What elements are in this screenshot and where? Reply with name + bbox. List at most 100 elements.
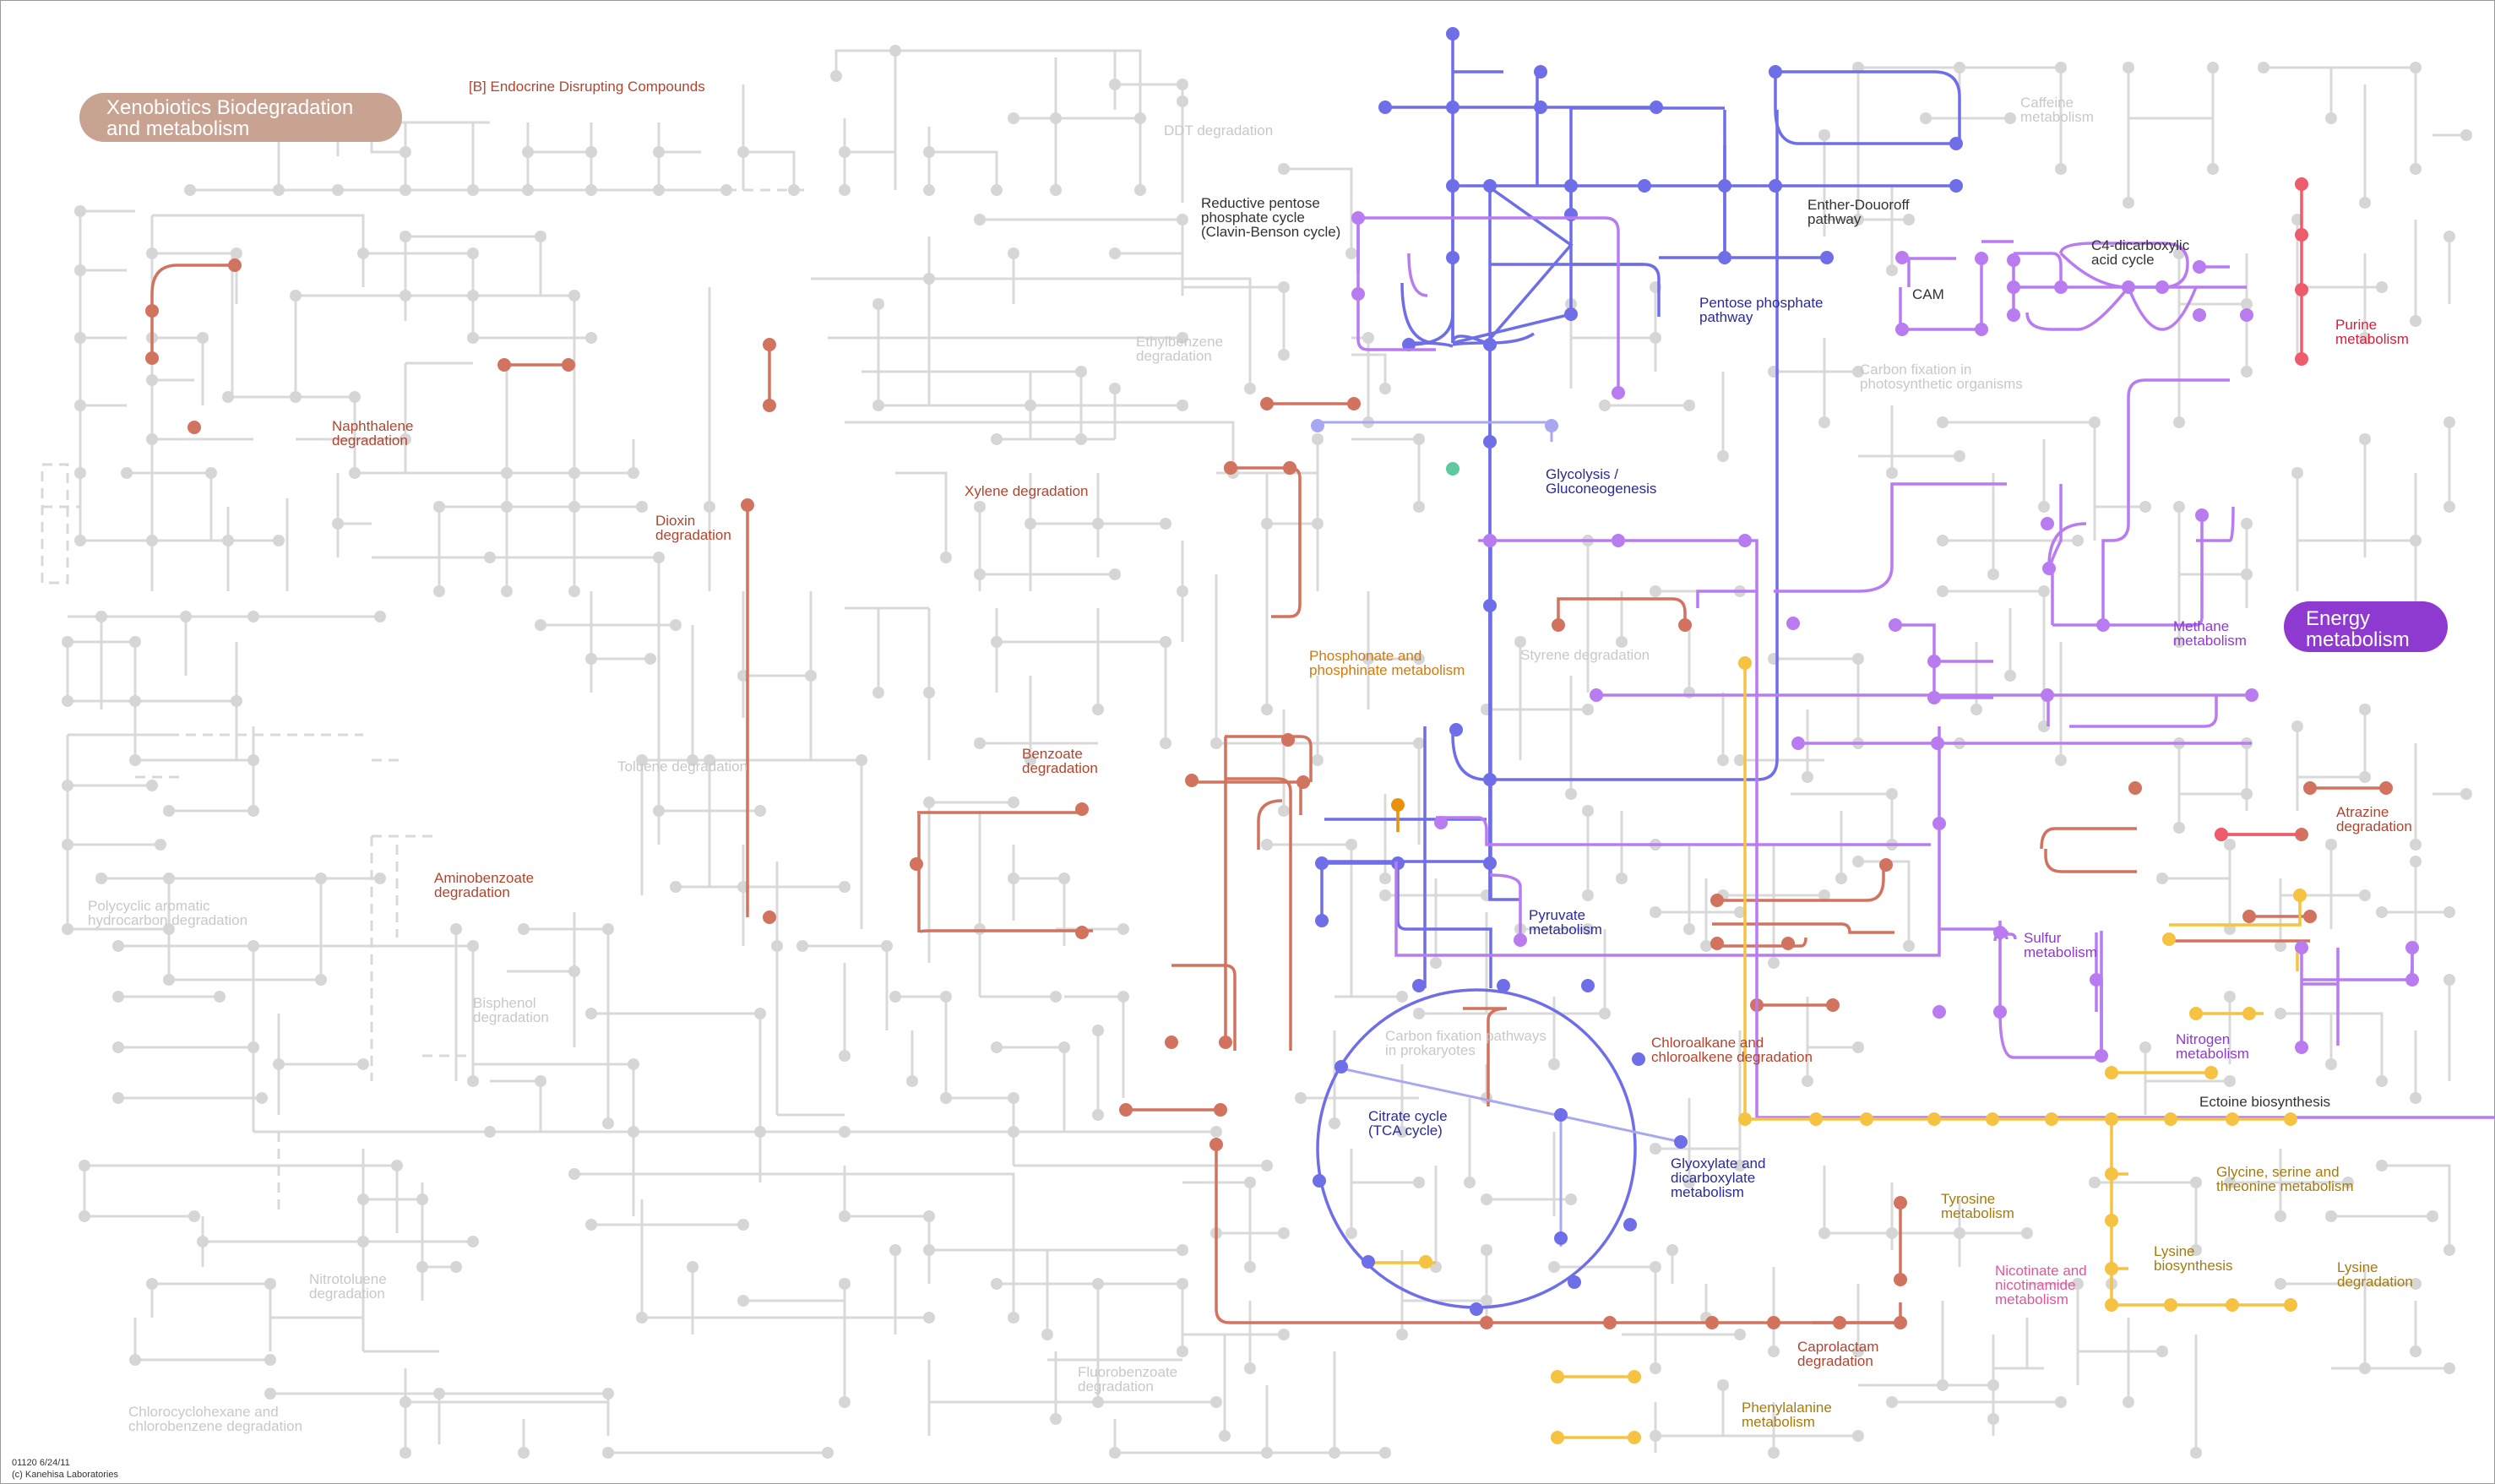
label-benzoate[interactable]: Benzoate degradation xyxy=(1022,746,1098,776)
label-nitrotoluene[interactable]: Nitrotoluene degradation xyxy=(309,1271,387,1302)
carbohydrate-nodes xyxy=(1315,27,1963,927)
svg-text:Fluorobenzoate: Fluorobenzoate xyxy=(1078,1364,1177,1380)
label-ddt[interactable]: DDT degradation xyxy=(1164,122,1273,139)
label-nitrogen[interactable]: Nitrogen metabolism xyxy=(2176,1031,2249,1062)
svg-text:degradation: degradation xyxy=(309,1286,385,1302)
energy-pathways xyxy=(1356,216,2495,1119)
label-fluorobenzoate[interactable]: Fluorobenzoate degradation xyxy=(1078,1364,1177,1394)
svg-text:Pyruvate: Pyruvate xyxy=(1529,907,1585,923)
tca-cycle xyxy=(1311,419,1688,1316)
label-lysine-bio[interactable]: Lysine biosynthesis xyxy=(2154,1243,2233,1274)
svg-text:(Clavin-Benson cycle): (Clavin-Benson cycle) xyxy=(1201,224,1340,240)
label-pentose[interactable]: Pentose phosphate pathway xyxy=(1699,295,1824,325)
svg-text:acid cycle: acid cycle xyxy=(2091,252,2155,268)
xenobiotics-pill-bg xyxy=(79,93,402,142)
svg-text:Nitrogen: Nitrogen xyxy=(2176,1031,2230,1047)
svg-text:Atrazine: Atrazine xyxy=(2336,804,2389,820)
label-glyoxylate[interactable]: Glyoxylate and dicarboxylate metabolism xyxy=(1671,1155,1765,1200)
label-chlorocyclohexane[interactable]: Chlorocyclohexane and chlorobenzene degr… xyxy=(128,1404,302,1434)
svg-text:metabolism: metabolism xyxy=(2024,944,2097,960)
label-naphthalene[interactable]: Naphthalene degradation xyxy=(332,418,413,448)
svg-text:chloroalkene degradation: chloroalkene degradation xyxy=(1651,1049,1813,1065)
label-bisphenol[interactable]: Bisphenol degradation xyxy=(473,995,549,1025)
svg-text:degradation: degradation xyxy=(1078,1378,1154,1394)
svg-text:hydrocarbon degradation: hydrocarbon degradation xyxy=(88,912,247,928)
label-tyrosine[interactable]: Tyrosine metabolism xyxy=(1941,1191,2014,1221)
svg-text:degradation: degradation xyxy=(1022,760,1098,776)
label-toluene[interactable]: Toluene degradation xyxy=(617,758,747,775)
svg-text:pathway: pathway xyxy=(1807,211,1862,227)
svg-text:Ethylbenzene: Ethylbenzene xyxy=(1136,334,1223,350)
svg-text:Enther-Douoroff: Enther-Douoroff xyxy=(1807,197,1910,213)
label-caffeine[interactable]: Caffeine metabolism xyxy=(2020,95,2094,125)
label-caprolactam[interactable]: Caprolactam degradation xyxy=(1797,1339,1878,1369)
label-carbon-fix-photo[interactable]: Carbon fixation in photosynthetic organi… xyxy=(1860,361,2023,392)
svg-text:metabolism: metabolism xyxy=(1742,1414,1815,1430)
label-entner[interactable]: Enther-Douoroff pathway xyxy=(1807,197,1910,227)
label-carbon-fix-prok[interactable]: Carbon fixation pathways in prokaryotes xyxy=(1385,1028,1546,1058)
svg-text:biosynthesis: biosynthesis xyxy=(2154,1258,2233,1274)
svg-text:Carbon fixation in: Carbon fixation in xyxy=(1860,361,1971,378)
svg-text:degradation: degradation xyxy=(332,432,408,448)
label-sulfur[interactable]: Sulfur metabolism xyxy=(2024,930,2097,960)
label-styrene[interactable]: Styrene degradation xyxy=(1520,647,1650,663)
svg-text:metabolism: metabolism xyxy=(2020,109,2094,125)
label-ethylbenzene[interactable]: Ethylbenzene degradation xyxy=(1136,334,1223,364)
green-node xyxy=(1446,462,1459,476)
label-nicotinate[interactable]: Nicotinate and nicotinamide metabolism xyxy=(1995,1263,2087,1307)
label-atrazine[interactable]: Atrazine degradation xyxy=(2336,804,2412,834)
purine-pathway xyxy=(2215,177,2308,841)
label-c4[interactable]: C4-dicarboxylic acid cycle xyxy=(2091,237,2190,268)
svg-text:photosynthetic organisms: photosynthetic organisms xyxy=(1860,376,2023,392)
svg-text:Caprolactam: Caprolactam xyxy=(1797,1339,1878,1355)
label-pyruvate[interactable]: Pyruvate metabolism xyxy=(1529,907,1602,938)
svg-text:Benzoate: Benzoate xyxy=(1022,746,1083,762)
label-glycine[interactable]: Glycine, serine and threonine metabolism xyxy=(2216,1164,2354,1194)
svg-text:C4-dicarboxylic: C4-dicarboxylic xyxy=(2091,237,2190,253)
energy-category-pill[interactable]: Energy metabolism xyxy=(2284,601,2448,652)
xenobiotics-pill-line1: Xenobiotics Biodegradation xyxy=(106,96,353,119)
svg-text:Methane: Methane xyxy=(2173,618,2229,634)
label-chloroalkane[interactable]: Chloroalkane and chloroalkene degradatio… xyxy=(1651,1035,1813,1065)
footer-date: 01120 6/24/11 xyxy=(12,1458,70,1468)
xenobiotics-pill-line2: and metabolism xyxy=(106,117,249,140)
svg-text:degradation: degradation xyxy=(2336,818,2412,834)
xenobiotics-category-pill[interactable]: Xenobiotics Biodegradation and metabolis… xyxy=(79,93,402,142)
svg-text:Naphthalene: Naphthalene xyxy=(332,418,413,434)
svg-text:Carbon fixation pathways: Carbon fixation pathways xyxy=(1385,1028,1546,1044)
label-phenylalanine[interactable]: Phenylalanine metabolism xyxy=(1742,1400,1832,1430)
svg-text:Citrate cycle: Citrate cycle xyxy=(1368,1108,1448,1124)
label-methane[interactable]: Methane metabolism xyxy=(2173,618,2247,649)
footer-copyright: (c) Kanehisa Laboratories xyxy=(12,1470,118,1480)
svg-text:Nitrotoluene: Nitrotoluene xyxy=(309,1271,387,1287)
svg-text:phosphinate metabolism: phosphinate metabolism xyxy=(1309,662,1465,678)
misc-highlights xyxy=(1391,462,1459,832)
energy-pill-line2: metabolism xyxy=(2306,628,2410,651)
svg-text:Dioxin: Dioxin xyxy=(655,513,695,529)
svg-text:Polycyclic aromatic: Polycyclic aromatic xyxy=(88,898,210,914)
label-lysine-deg[interactable]: Lysine degradation xyxy=(2337,1259,2413,1290)
label-purine[interactable]: Purine metabolism xyxy=(2335,317,2409,347)
svg-text:metabolism: metabolism xyxy=(1529,921,1602,938)
label-phosphonate[interactable]: Phosphonate and phosphinate metabolism xyxy=(1309,648,1465,678)
label-citrate[interactable]: Citrate cycle (TCA cycle) xyxy=(1368,1108,1448,1139)
label-reductive-pp[interactable]: Reductive pentose phosphate cycle (Clavi… xyxy=(1201,195,1340,240)
svg-text:degradation: degradation xyxy=(473,1009,549,1025)
pathway-labels: [B] Endocrine Disrupting Compounds DDT d… xyxy=(88,79,2413,1434)
label-glycolysis[interactable]: Glycolysis / Gluconeogenesis xyxy=(1546,466,1656,497)
svg-text:Aminobenzoate: Aminobenzoate xyxy=(434,870,534,886)
svg-text:Chlorocyclohexane and: Chlorocyclohexane and xyxy=(128,1404,279,1420)
label-ectoine[interactable]: Ectoine biosynthesis xyxy=(2199,1094,2330,1110)
svg-text:degradation: degradation xyxy=(1136,348,1212,364)
label-endocrine[interactable]: [B] Endocrine Disrupting Compounds xyxy=(469,79,705,95)
label-dioxin[interactable]: Dioxin degradation xyxy=(655,513,731,543)
svg-text:metabolism: metabolism xyxy=(2335,331,2409,347)
svg-text:Reductive pentose: Reductive pentose xyxy=(1201,195,1320,211)
label-cam[interactable]: CAM xyxy=(1912,286,1944,302)
label-xylene[interactable]: Xylene degradation xyxy=(965,483,1089,499)
svg-text:Phenylalanine: Phenylalanine xyxy=(1742,1400,1832,1416)
label-aminobenzoate[interactable]: Aminobenzoate degradation xyxy=(434,870,534,900)
svg-text:Gluconeogenesis: Gluconeogenesis xyxy=(1546,481,1656,497)
label-pah[interactable]: Polycyclic aromatic hydrocarbon degradat… xyxy=(88,898,247,928)
